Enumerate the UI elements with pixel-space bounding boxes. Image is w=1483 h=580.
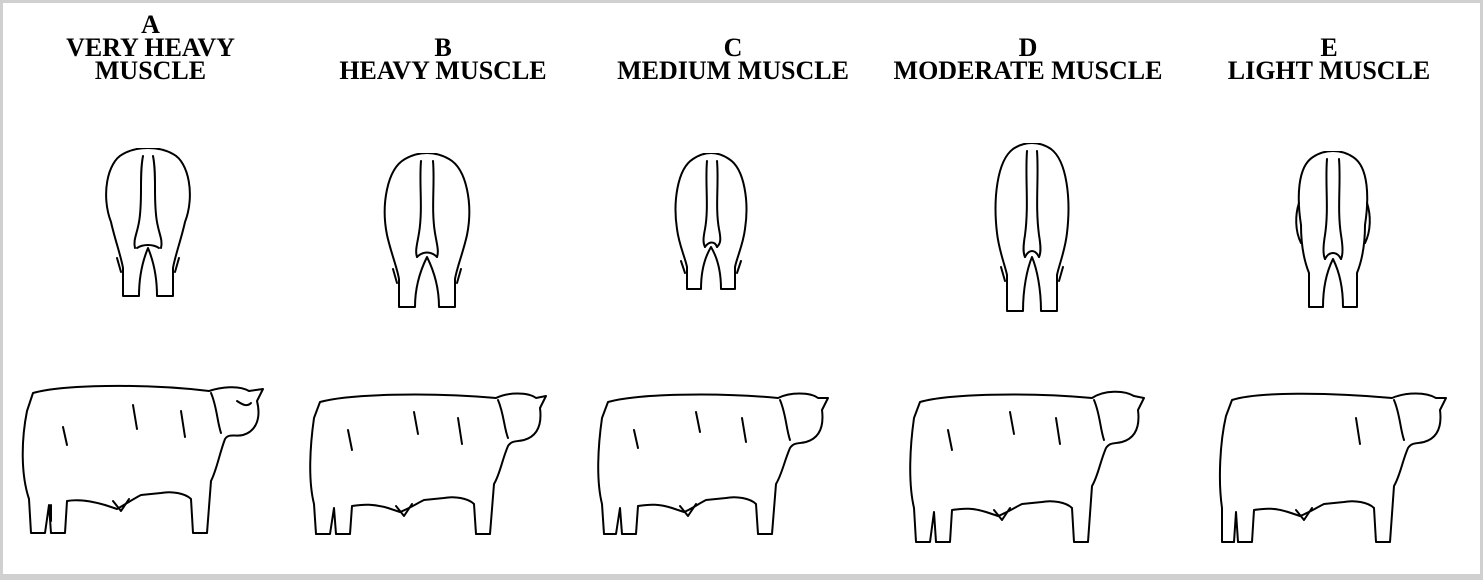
steer-rear-view-icon [991,143,1073,315]
steer-side-view-icon [21,381,266,539]
steer-rear-view-icon [1293,151,1373,311]
grade-label-line1: HEAVY MUSCLE [298,59,588,82]
steer-side-view-icon [308,388,548,538]
grade-label-line2: MUSCLE [3,59,298,82]
steer-side-view-icon [596,388,831,538]
grade-column-b: B HEAVY MUSCLE [298,3,588,574]
grade-label-line1: MODERATE MUSCLE [878,59,1178,82]
grade-header-e: E LIGHT MUSCLE [1178,36,1480,82]
grade-column-a: A VERY HEAVY MUSCLE [3,3,298,574]
steer-side-view-icon [1216,386,1451,546]
grade-label-line1: MEDIUM MUSCLE [588,59,878,82]
steer-rear-view-icon [671,153,751,293]
grade-column-e: E LIGHT MUSCLE [1178,3,1480,574]
grade-column-c: C MEDIUM MUSCLE [588,3,878,574]
grade-header-d: D MODERATE MUSCLE [878,36,1178,82]
grade-header-c: C MEDIUM MUSCLE [588,36,878,82]
steer-rear-view-icon [381,153,473,311]
steer-rear-view-icon [103,148,193,300]
grade-column-d: D MODERATE MUSCLE [878,3,1178,574]
grade-header-b: B HEAVY MUSCLE [298,36,588,82]
steer-side-view-icon [908,386,1148,546]
grade-label-line1: LIGHT MUSCLE [1178,59,1480,82]
grade-header-a: A VERY HEAVY MUSCLE [3,13,298,82]
